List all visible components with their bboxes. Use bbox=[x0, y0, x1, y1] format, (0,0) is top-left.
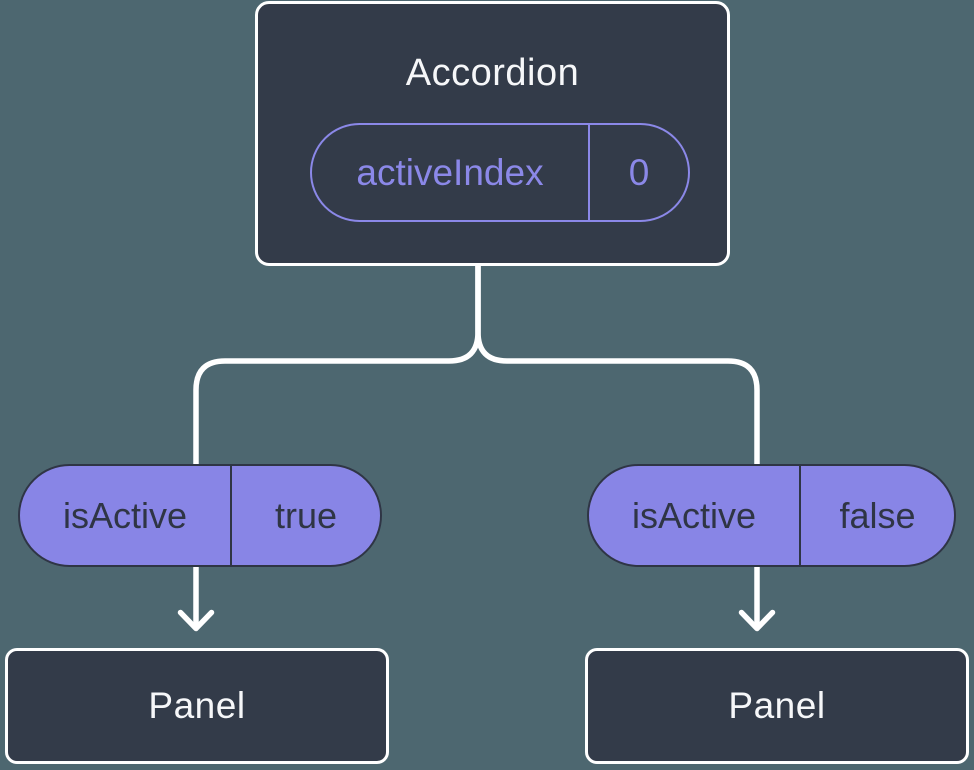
state-name: activeIndex bbox=[312, 125, 590, 220]
state-value: 0 bbox=[628, 151, 650, 193]
prop-pill-isactive-right: isActive false bbox=[587, 464, 956, 567]
component-title: Panel bbox=[148, 685, 246, 726]
state-pill-activeindex: activeIndex 0 bbox=[310, 123, 690, 222]
arrow-down-icon bbox=[738, 609, 776, 632]
prop-value: false bbox=[839, 494, 916, 536]
component-node-panel-right: Panel bbox=[585, 648, 969, 764]
component-title: Accordion bbox=[405, 52, 580, 94]
component-node-accordion: Accordion activeIndex 0 bbox=[255, 1, 730, 266]
prop-name: isActive bbox=[20, 466, 232, 565]
component-node-panel-left: Panel bbox=[5, 648, 389, 764]
connector-left-branch bbox=[193, 263, 481, 631]
arrow-down-icon bbox=[177, 609, 215, 632]
component-title: Panel bbox=[728, 685, 826, 726]
connector-right-branch bbox=[475, 263, 760, 631]
prop-value: true bbox=[274, 494, 338, 536]
prop-name: isActive bbox=[589, 466, 801, 565]
prop-pill-isactive-left: isActive true bbox=[18, 464, 382, 567]
